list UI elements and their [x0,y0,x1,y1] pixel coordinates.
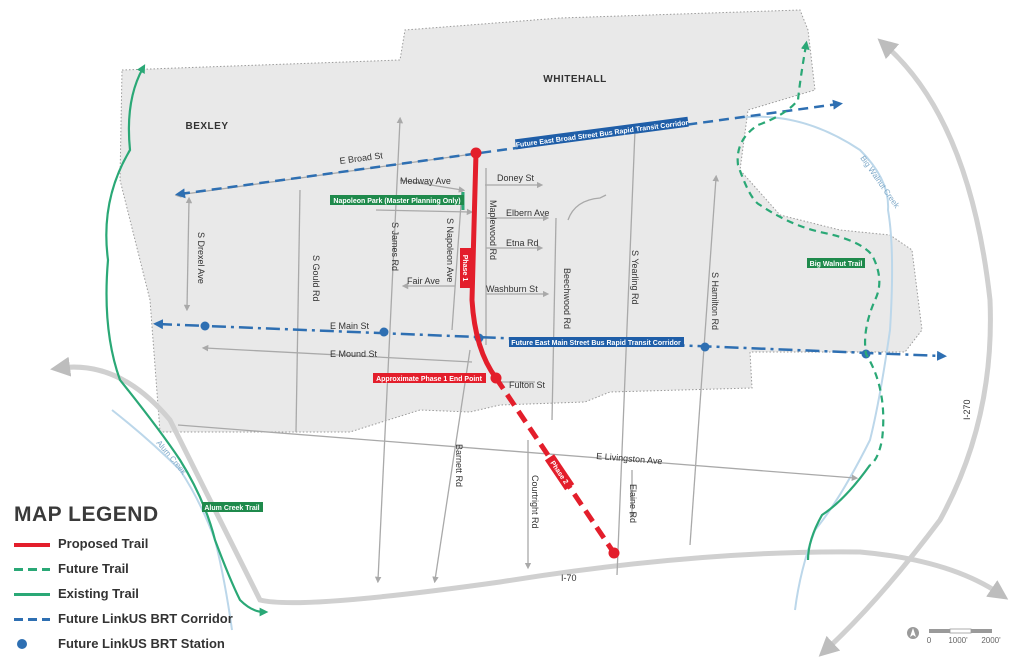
main-st-brt-tag: Future East Main Street Bus Rapid Transi… [509,337,684,347]
map-legend: MAP LEGEND Proposed Trail Future Trail E… [14,503,274,656]
s-james-rd-label: S James Rd [390,222,400,271]
brt-station[interactable] [200,321,210,331]
phase-1-end-point-tag: Approximate Phase 1 End Point [373,373,486,383]
elaine-rd-label: Elaine Rd [628,484,638,523]
legend-item-label: Proposed Trail [58,536,149,551]
legend-item-brt-station: Future LinkUS BRT Station [14,631,274,656]
svg-text:Phase 1: Phase 1 [461,255,468,282]
svg-text:Napoleon Park (Master Planning: Napoleon Park (Master Planning Only) [333,198,460,205]
s-gould-rd-label: S Gould Rd [311,255,321,302]
bexley-label: BEXLEY [185,121,228,132]
main-street-brt-corridor [153,319,947,361]
e-main-st-label: E Main St [330,321,370,331]
s-yearling-rd-label: S Yearling Rd [630,250,640,305]
doney-st-label: Doney St [497,173,535,183]
scale-label-2000: 2000' [981,636,1001,645]
big-walnut-future-trail [736,40,885,466]
phase-1-tag: Phase 1 [460,248,471,288]
s-hamilton-rd-label: S Hamilton Rd [710,272,720,330]
i-70-label: I-70 [561,573,577,583]
brt-station[interactable] [700,342,710,352]
north-arrow-icon [907,627,919,639]
brt-corridor-swatch [14,614,50,624]
svg-text:Future East Main Street Bus Ra: Future East Main Street Bus Rapid Transi… [511,340,681,347]
maplewood-rd-label: Maplewood Rd [488,200,498,260]
big-walnut-existing-trail [806,464,871,561]
legend-item-proposed-trail: Proposed Trail [14,531,274,556]
medway-ave-label: Medway Ave [400,176,451,186]
elbern-ave-label: Elbern Ave [506,208,549,218]
fulton-st-label: Fulton St [509,380,546,390]
courtright-rd-label: Courtright Rd [530,475,540,529]
e-mound-st-label: E Mound St [330,349,378,359]
fair-ave-label: Fair Ave [407,276,440,286]
svg-text:Big Walnut Trail: Big Walnut Trail [810,261,863,268]
legend-item-brt-corridor: Future LinkUS BRT Corridor [14,606,274,631]
legend-item-label: Future LinkUS BRT Corridor [58,611,233,626]
s-napoleon-ave-label: S Napoleon Ave [445,218,455,282]
scale-bar: 0 1000' 2000' [907,627,1001,645]
beechwood-rd-label: Beechwood Rd [562,268,572,329]
big-walnut-creek [737,115,894,611]
phase-1-start-point[interactable] [470,147,482,159]
scale-label-0: 0 [927,636,932,645]
big-walnut-creek-label: Big Walnut Creek [858,154,901,211]
phase-2-end-point[interactable] [608,547,620,559]
alum-creek-trail [105,64,269,617]
scale-label-1000: 1000' [948,636,968,645]
svg-text:Approximate Phase 1 End Point: Approximate Phase 1 End Point [376,376,482,383]
washburn-st-label: Washburn St [486,284,538,294]
svg-text:Alum Creek Trail: Alum Creek Trail [204,505,259,512]
existing-trail-swatch [14,589,50,599]
phase-1-end-point[interactable] [490,372,502,384]
etna-rd-label: Etna Rd [506,238,539,248]
napoleon-park-tag: Napoleon Park (Master Planning Only) [330,195,464,205]
broad-street-brt-corridor [175,99,843,199]
legend-item-future-trail: Future Trail [14,556,274,581]
legend-item-label: Future LinkUS BRT Station [58,636,225,651]
legend-item-label: Existing Trail [58,586,139,601]
proposed-trail-swatch [14,539,50,549]
i-270-highway [818,38,993,657]
e-livingston-ave-label: E Livingston Ave [596,451,663,466]
phase-2-tag: Phase 2 [544,454,575,491]
s-drexel-ave-label: S Drexel Ave [196,232,206,284]
big-walnut-trail-tag: Big Walnut Trail [807,258,865,268]
legend-item-label: Future Trail [58,561,129,576]
whitehall-label: WHITEHALL [543,74,606,85]
i-270-label: I-270 [962,399,972,420]
legend-title: MAP LEGEND [14,503,159,526]
alum-creek-trail-tag: Alum Creek Trail [202,502,263,512]
brt-station[interactable] [379,327,389,337]
barnett-rd-label: Barnett Rd [454,444,464,487]
proposed-trail-phase-1 [469,152,499,380]
future-trail-swatch [14,564,50,574]
brt-station-swatch [14,638,50,649]
legend-item-existing-trail: Existing Trail [14,581,274,606]
